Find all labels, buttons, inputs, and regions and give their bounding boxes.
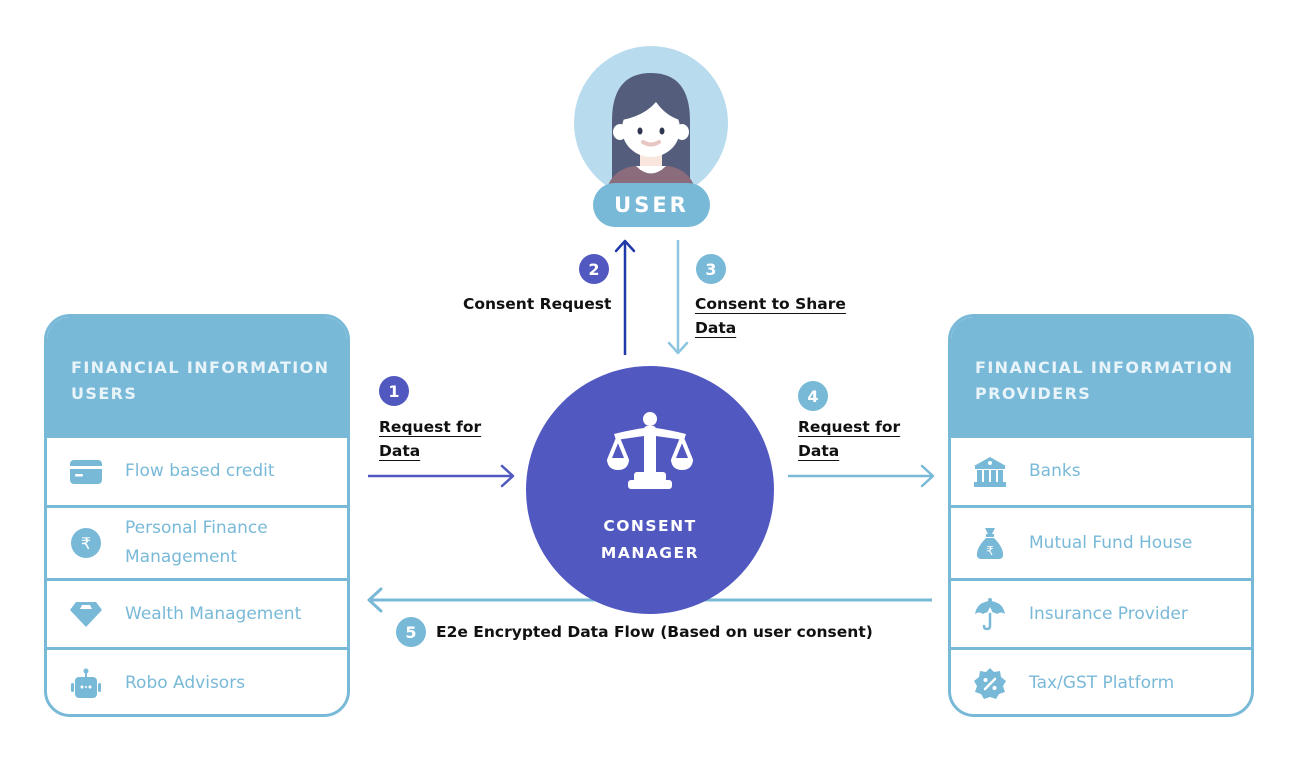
step-5-badge: 5 [396,617,426,647]
svg-text:₹: ₹ [81,534,91,553]
panel-title-line1: FINANCIAL INFORMATION [71,358,330,377]
panel-header: FINANCIAL INFORMATION USERS [47,317,347,435]
item-label: Mutual Fund House [1029,532,1193,553]
rupee-coin-icon: ₹ [47,527,125,559]
list-item-tax-gst-platform: Tax/GST Platform [951,647,1251,714]
consent-manager-label-line2: MANAGER [600,544,700,562]
robot-icon [47,668,125,700]
step-1-label-line1: Request for [379,418,482,436]
step-4-badge: 4 [798,381,828,411]
step-4-label: Request for Data [798,415,900,463]
user-label: USER [593,183,710,227]
consent-manager-node [526,366,774,614]
step-4-label-line2: Data [798,442,840,460]
item-label: Tax/GST Platform [1029,673,1175,693]
panel-title-line2: PROVIDERS [975,384,1092,403]
item-label: Robo Advisors [125,673,246,693]
item-label: Insurance Provider [1029,603,1188,624]
credit-card-icon [47,459,125,485]
diamond-icon [47,600,125,628]
percent-badge-icon [951,667,1029,701]
svg-text:₹: ₹ [986,544,994,558]
item-label: Personal Finance Management [125,514,268,572]
panel-title-line1: FINANCIAL INFORMATION [975,358,1234,377]
step-1-label-line2: Data [379,442,421,460]
consent-manager-label: CONSENT MANAGER [526,513,774,567]
step-3-label-line1: Consent to Share [695,295,846,313]
bank-icon [951,456,1029,488]
step-4-label-line1: Request for [798,418,901,436]
step-2-badge: 2 [579,254,609,284]
item-label: Banks [1029,461,1081,481]
item-label-line1: Personal Finance [125,518,268,538]
panel-header: FINANCIAL INFORMATION PROVIDERS [951,317,1251,435]
item-label: Wealth Management [125,603,302,624]
step-1-label: Request for Data [379,415,481,463]
list-item-wealth-management: Wealth Management [47,578,347,647]
panel-title-line2: USERS [71,384,138,403]
step-1-badge: 1 [379,376,409,406]
umbrella-icon [951,597,1029,631]
financial-information-providers-panel: FINANCIAL INFORMATION PROVIDERS Banks ₹ … [948,314,1254,717]
step-5-label: E2e Encrypted Data Flow (Based on user c… [436,623,873,641]
money-bag-icon: ₹ [951,526,1029,560]
item-label-line2: Management [125,547,237,567]
woman-avatar-icon [604,73,698,200]
step-2-label: Consent Request [463,295,612,313]
step-3-label: Consent to Share Data [695,292,846,340]
list-item-mutual-fund-house: ₹ Mutual Fund House [951,505,1251,578]
list-item-flow-based-credit: Flow based credit [47,435,347,505]
financial-information-users-panel: FINANCIAL INFORMATION USERS Flow based c… [44,314,350,717]
consent-manager-label-line1: CONSENT [603,517,697,535]
list-item-personal-finance-management: ₹ Personal Finance Management [47,505,347,578]
list-item-insurance-provider: Insurance Provider [951,578,1251,647]
item-label: Flow based credit [125,461,275,481]
step-3-badge: 3 [696,254,726,284]
list-item-robo-advisors: Robo Advisors [47,647,347,714]
user-avatar [574,46,728,200]
list-item-banks: Banks [951,435,1251,505]
step-3-label-line2: Data [695,319,737,337]
balance-scale-icon [607,412,693,489]
